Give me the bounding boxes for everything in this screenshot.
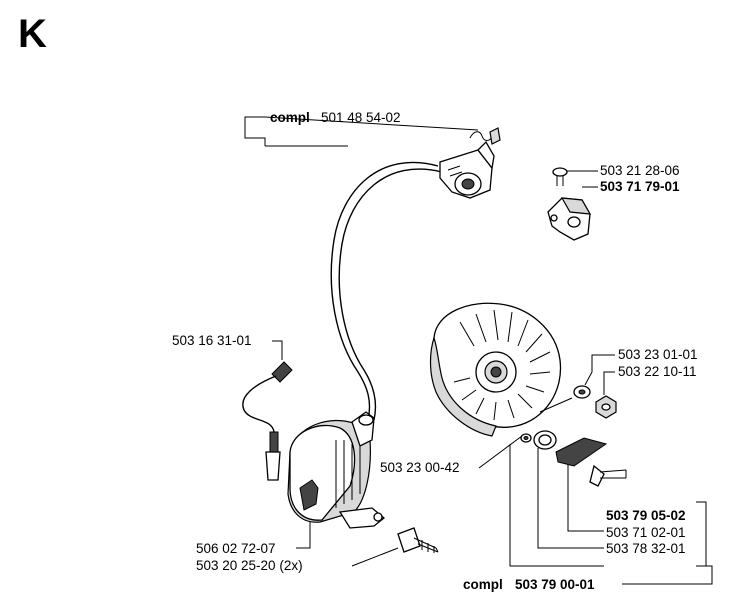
coil-part-number: 506 02 72-07 xyxy=(196,541,276,556)
part-labels: compl 501 48 54-02 503 21 28-06 503 71 7… xyxy=(172,110,698,592)
coil-screw xyxy=(397,527,439,553)
bracket-assembly xyxy=(547,167,592,241)
connector-wire xyxy=(242,361,293,481)
washer-mid-part-number: 503 23 00-42 xyxy=(380,460,460,475)
washer-nut xyxy=(539,385,617,419)
connector-part-number: 503 16 31-01 xyxy=(172,333,252,348)
cable-part-number: 501 48 54-02 xyxy=(321,110,401,125)
leader-lines xyxy=(244,116,713,585)
clip-part-number: 503 71 02-01 xyxy=(606,525,686,540)
screw-top-part-number: 503 21 28-06 xyxy=(600,163,680,178)
key-part-number: 503 79 05-02 xyxy=(606,508,686,523)
nut-right-part-number: 503 22 10-11 xyxy=(618,364,697,379)
section-letter: K xyxy=(18,12,47,56)
ignition-coil xyxy=(287,411,386,529)
kit-label-prefix: compl xyxy=(463,577,503,592)
screw-bottom-part-number: 503 20 25-20 (2x) xyxy=(196,558,303,573)
spacer-part-number: 503 78 32-01 xyxy=(606,541,686,556)
spark-spring xyxy=(469,127,501,145)
spark-plug-boot xyxy=(439,140,495,199)
flywheel xyxy=(429,302,562,437)
key-spacer-clip xyxy=(520,430,627,487)
ignition-cable xyxy=(330,161,443,421)
washer-right-part-number: 503 23 01-01 xyxy=(618,347,698,362)
cable-label-prefix: compl xyxy=(270,110,310,125)
bracket-part-number: 503 71 79-01 xyxy=(600,179,680,194)
kit-part-number: 503 79 00-01 xyxy=(515,577,595,592)
